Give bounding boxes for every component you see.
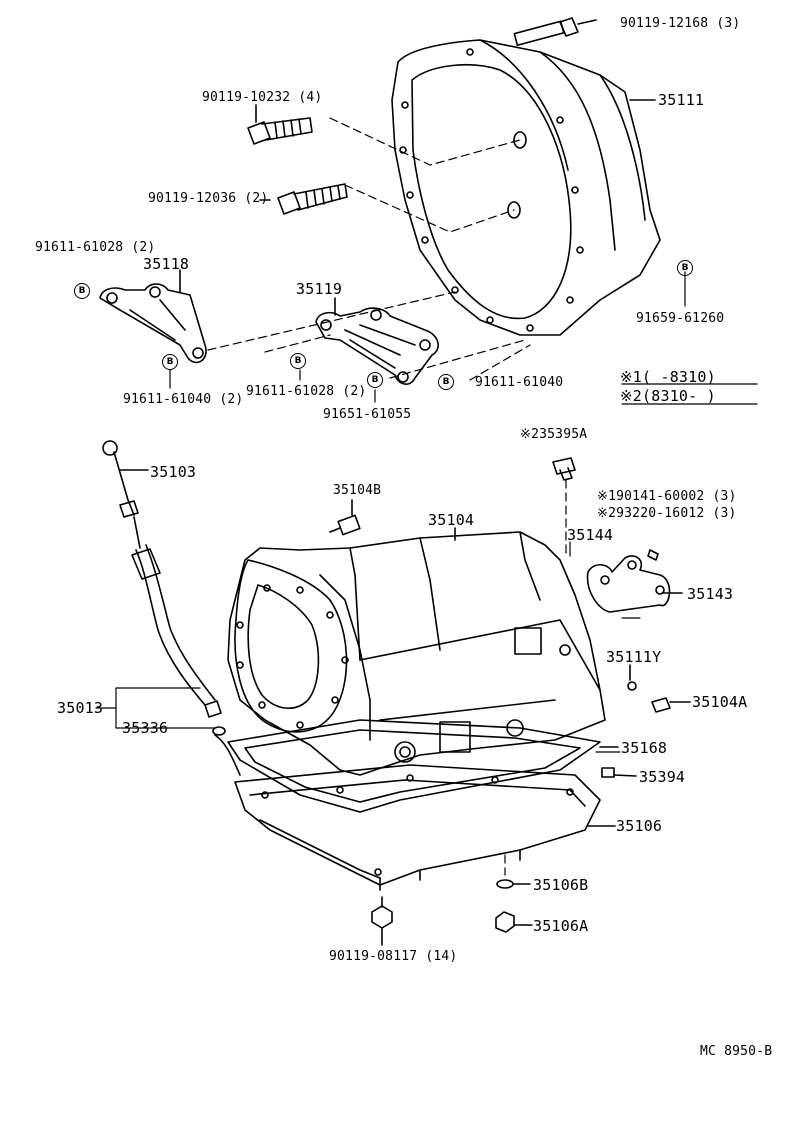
label-90119-12036: 90119-12036 (2) (148, 191, 269, 206)
label-90141-60002: ※190141-60002 (3) (597, 489, 737, 504)
b-circle-icon: B (677, 260, 693, 276)
label-35013: 35013 (57, 699, 104, 717)
label-35119: 35119 (296, 280, 343, 298)
bolt-90119-12036 (259, 183, 348, 215)
label-leaders (95, 271, 686, 753)
dipstick-35103 (102, 440, 149, 549)
label-35336: 35336 (122, 719, 169, 737)
plug-35395A (552, 457, 576, 481)
label-35118: 35118 (143, 255, 190, 273)
label-35106B: 35106B (533, 876, 589, 894)
label-35394: 35394 (639, 768, 686, 786)
b-circle-icon: B (162, 354, 178, 370)
b-circle-icon: B (74, 283, 90, 299)
label-35106: 35106 (616, 817, 663, 835)
diagram-reference: MC 8950-B (700, 1044, 773, 1059)
drain-plug-35106A (495, 911, 533, 933)
plug-35104A (651, 697, 691, 713)
label-35104: 35104 (428, 511, 475, 529)
bolt-90119-10232 (247, 104, 313, 145)
b-circle-icon: B (438, 374, 454, 390)
note-2: ※2(8310- ) (620, 387, 716, 405)
label-35104A: 35104A (692, 693, 748, 711)
label-91611-61028-a: 91611-61028 (2) (35, 240, 156, 255)
label-90119-12168: 90119-12168 (3) (620, 16, 741, 31)
magnet-35394 (601, 767, 637, 778)
bell-housing-35111 (391, 39, 661, 336)
oil-pan-35106 (234, 764, 616, 891)
label-93220-16012: ※293220-16012 (3) (597, 506, 737, 521)
gasket-35106B (496, 879, 531, 889)
label-35144: 35144 (567, 526, 614, 544)
label-35111Y: 35111Y (606, 648, 662, 666)
filler-tube-35336 (131, 544, 241, 776)
b-circle-icon: B (290, 353, 306, 369)
label-35103: 35103 (150, 463, 197, 481)
b-circle-icon: B (367, 372, 383, 388)
bolt-90119-12168 (513, 17, 597, 47)
oring-35111Y (627, 664, 637, 691)
label-35111: 35111 (658, 91, 705, 109)
note-underlines (621, 383, 758, 405)
label-91611-61040-a: 91611-61040 (2) (123, 392, 244, 407)
label-35168: 35168 (621, 739, 668, 757)
note-1: ※1( -8310) (620, 368, 716, 386)
label-35143: 35143 (687, 585, 734, 603)
label-91651-61055: 91651-61055 (323, 407, 412, 422)
dashed-leaders (207, 117, 567, 876)
bracket-35143 (586, 549, 683, 613)
label-35106A: 35106A (533, 917, 589, 935)
bracket-35119 (315, 297, 439, 385)
sensor-35104B (329, 499, 361, 536)
bracket-35118 (99, 269, 207, 364)
bolt-90119-08117 (371, 896, 393, 946)
transmission-case-35104 (227, 527, 606, 776)
label-91611-61040-b: 91611-61040 (475, 375, 564, 390)
label-91659-61260: 91659-61260 (636, 311, 725, 326)
label-90119-10232: 90119-10232 (4) (202, 90, 323, 105)
label-91611-61028-b: 91611-61028 (2) (246, 384, 367, 399)
label-90119-08117: 90119-08117 (14) (329, 949, 458, 964)
label-35395A: ※235395A (520, 427, 588, 442)
label-35104B: 35104B (333, 483, 382, 498)
